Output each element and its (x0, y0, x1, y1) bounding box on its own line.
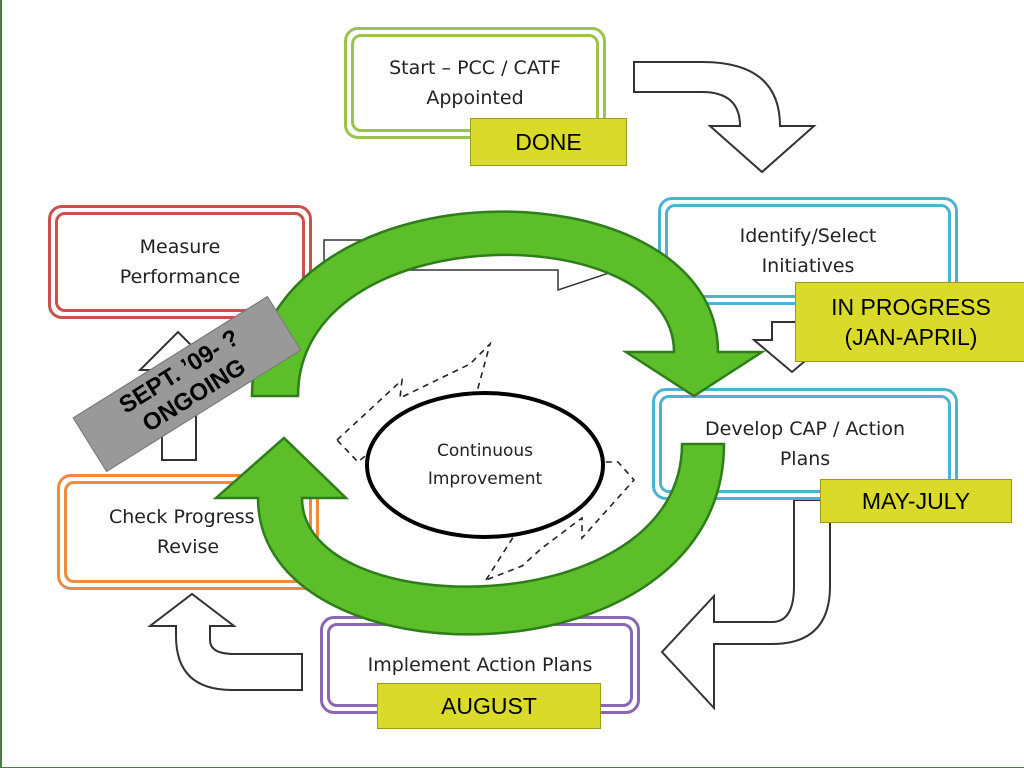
box-identify-label: Identify/Select Initiatives (739, 225, 877, 277)
cycle-arrow-bottom (212, 436, 726, 636)
center-ellipse (365, 391, 605, 539)
dashed-arrow-top (335, 341, 492, 464)
box-implement-label: Implement Action Plans (367, 654, 593, 676)
box-develop-label: Develop CAP / Action Plans (705, 418, 905, 470)
status-tag-in-progress: IN PROGRESS (JAN-APRIL) (795, 282, 1024, 362)
box-check-label: Check Progress / Revise (108, 506, 267, 558)
status-tag-august: AUGUST (377, 683, 601, 729)
arrow-implement-to-check (147, 592, 303, 691)
arrow-develop-to-implement (660, 499, 831, 711)
status-tag-done: DONE (470, 118, 627, 166)
arrow-start-to-identify (633, 61, 817, 174)
box-measure-label: Measure Performance (119, 236, 241, 288)
cycle-arrow-top (250, 210, 767, 398)
center-label: Continuous Improvement (427, 441, 543, 489)
box-start-label: Start – PCC / CATF Appointed (389, 57, 561, 109)
status-tag-may-july: MAY-JULY (820, 479, 1012, 523)
